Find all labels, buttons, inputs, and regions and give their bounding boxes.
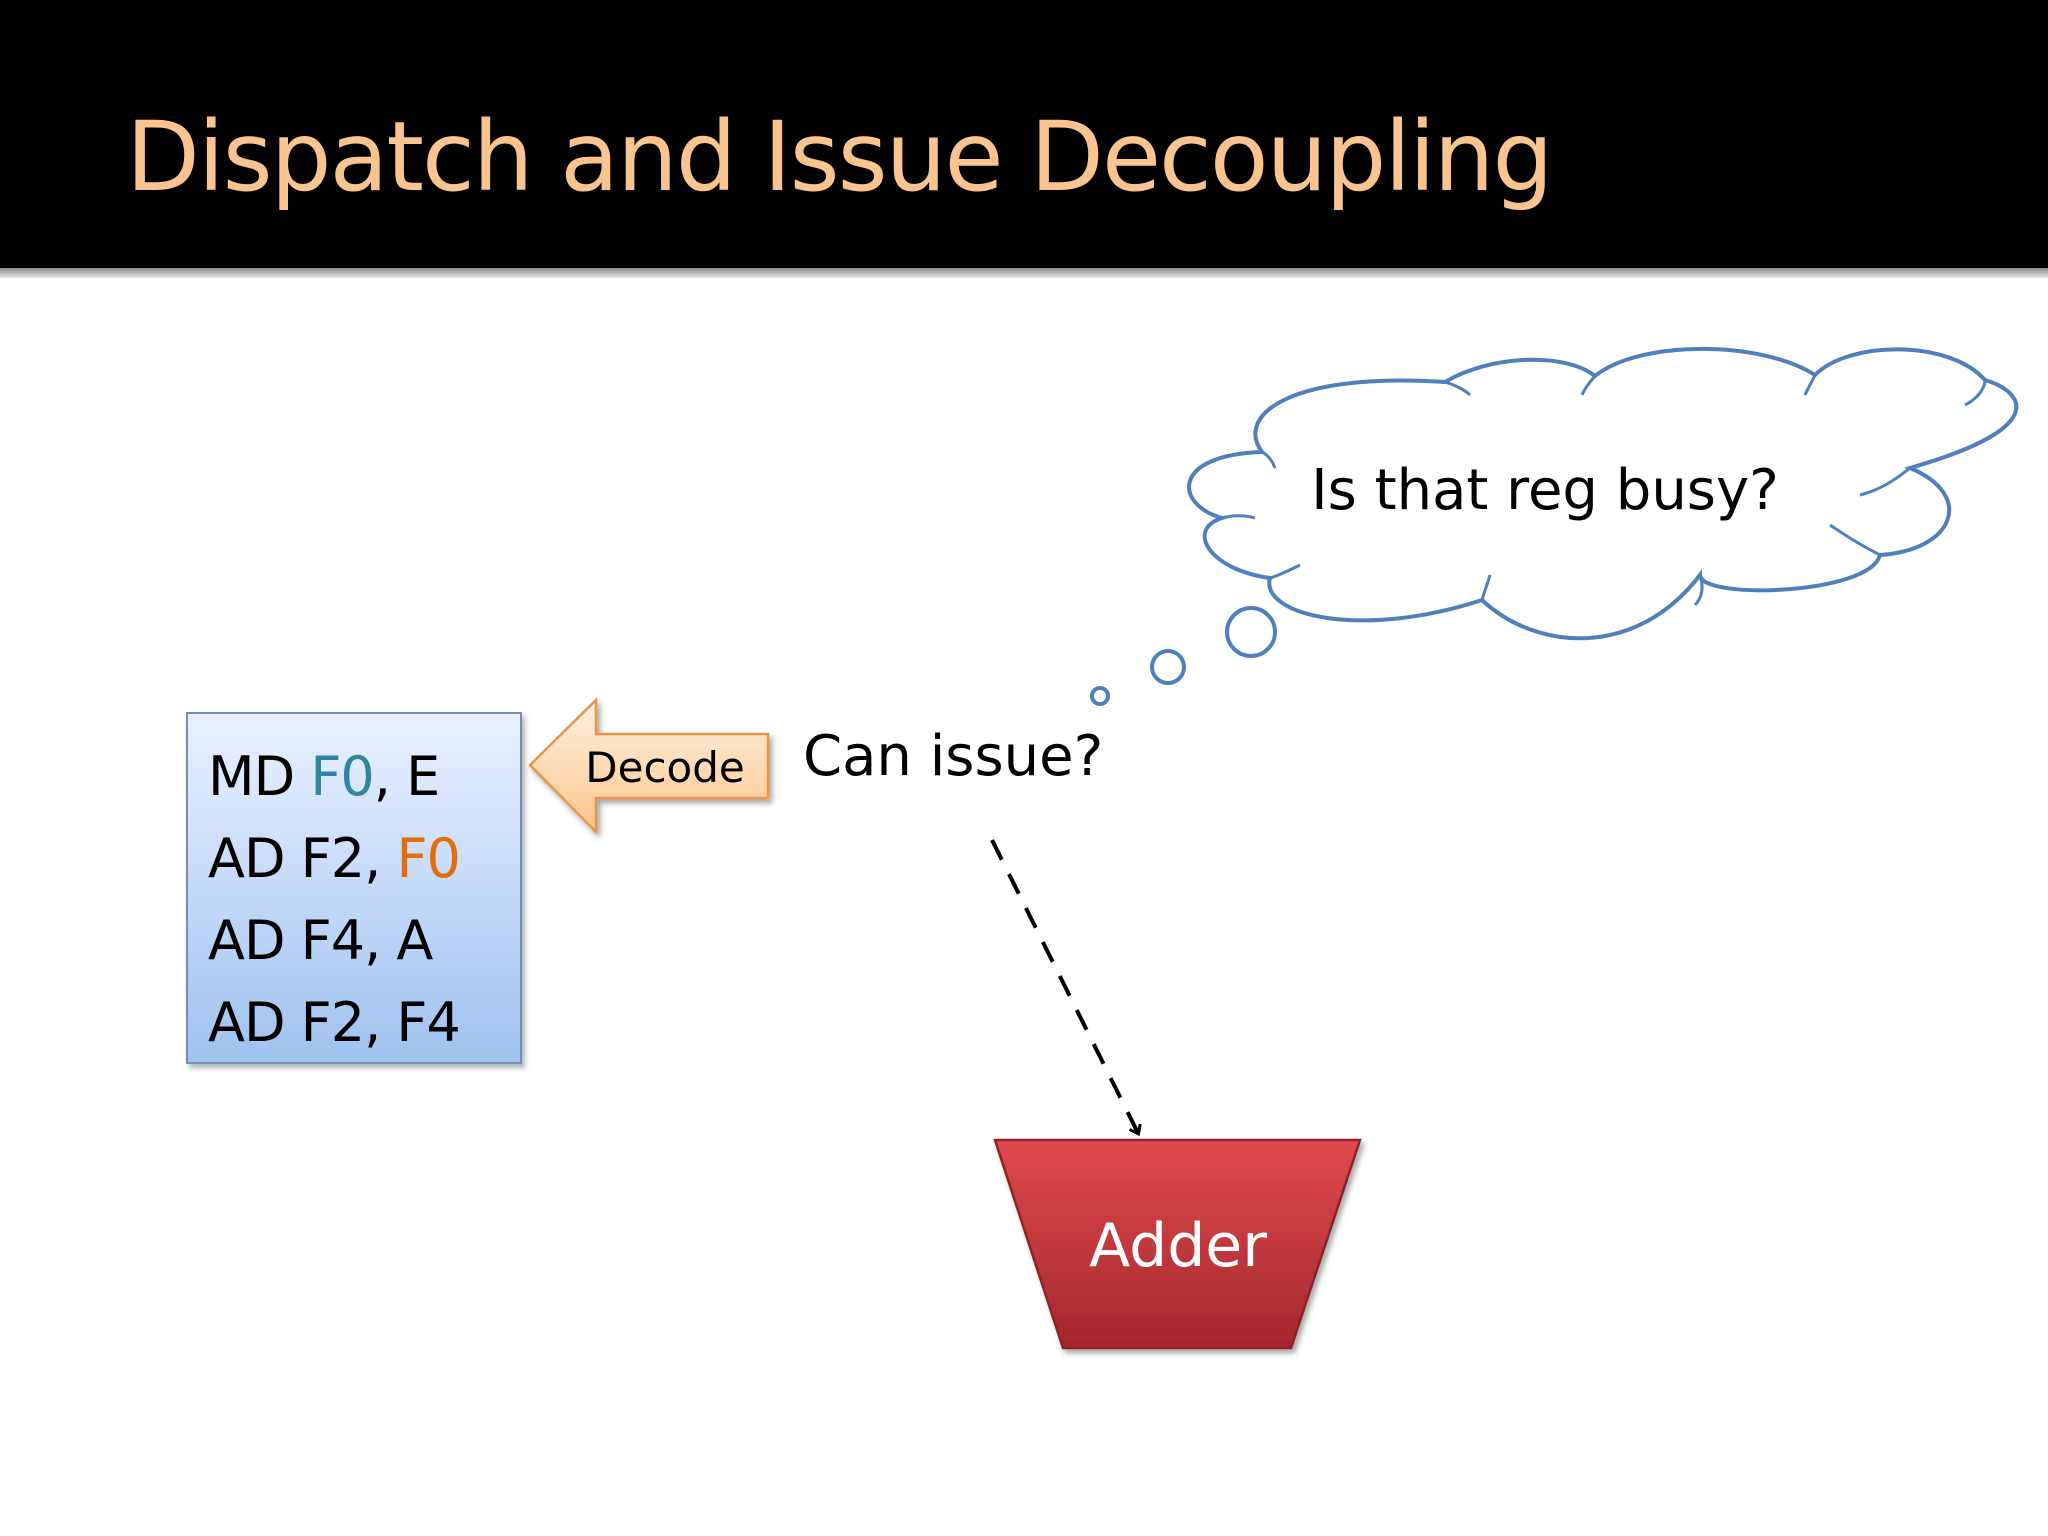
can-issue-label: Can issue? (803, 724, 1103, 789)
adder-shape (993, 1138, 1362, 1350)
title-divider (0, 268, 2048, 278)
title-bar (0, 0, 2048, 268)
instruction-segment: AD F2, F4 (208, 991, 461, 1054)
slide-title: Dispatch and Issue Decoupling (126, 101, 1553, 213)
thought-cloud: Is that reg busy? (1187, 346, 2019, 641)
thought-cloud-text: Is that reg busy? (1311, 458, 1779, 523)
thought-bubble-large (1225, 606, 1277, 658)
decode-label: Decode (585, 743, 744, 792)
decode-arrow: Decode (528, 697, 770, 836)
instruction-segment: , E (373, 745, 440, 808)
instruction-segment: MD (208, 745, 311, 808)
thought-cloud-shape (1187, 346, 2019, 641)
adder-unit: Adder (993, 1138, 1362, 1350)
thought-cloud-inner-curves (1221, 374, 1987, 607)
instruction-line: AD F2, F4 (208, 982, 520, 1064)
adder-label: Adder (1089, 1211, 1267, 1281)
instruction-segment: AD F2, (208, 827, 397, 890)
instruction-segment: AD F4, A (208, 909, 433, 972)
instruction-line: MD F0, E (208, 736, 520, 818)
instruction-segment: F0 (310, 745, 374, 808)
instruction-queue: MD F0, E AD F2, F0 AD F4, A AD F2, F4 (186, 712, 522, 1064)
thought-bubble-small (1090, 686, 1110, 706)
instruction-segment: F0 (396, 827, 460, 890)
instruction-line: AD F4, A (208, 900, 520, 982)
decode-arrow-shape (528, 697, 770, 836)
thought-bubble-medium (1150, 649, 1186, 685)
instruction-line: AD F2, F0 (208, 818, 520, 900)
issue-dashed-arrow (990, 839, 1138, 1133)
